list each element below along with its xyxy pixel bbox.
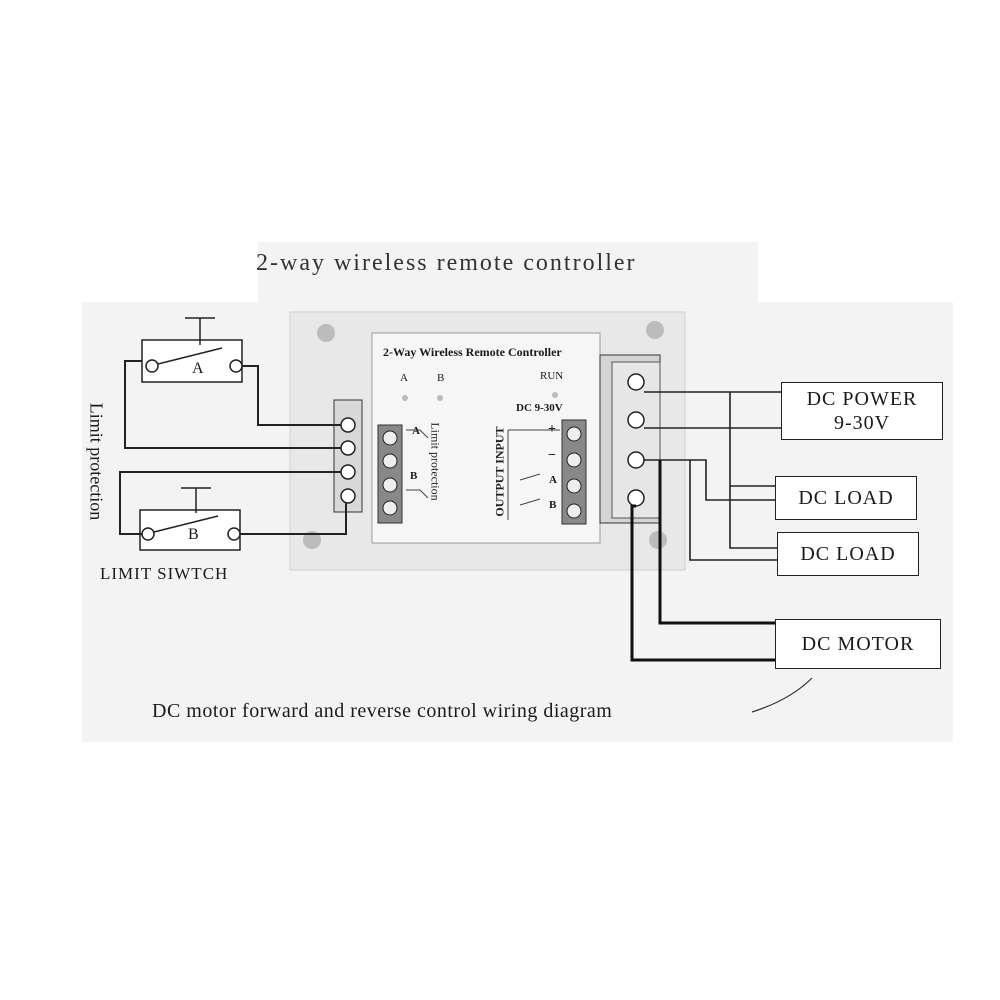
right-terminal-2: [627, 411, 645, 429]
pcb-plus: +: [548, 422, 556, 437]
pcb-limit-protection-label: Limit protection: [428, 422, 443, 501]
right-terminal-4: [627, 489, 645, 507]
background-panel-top: [258, 242, 758, 304]
pcb-output-input-label: OUTPUT INPUT: [492, 426, 507, 517]
dc-motor-label: DC MOTOR: [801, 633, 915, 655]
printed-switch-symbols: [406, 429, 560, 520]
left-terminal-2: [340, 440, 356, 456]
limit-protection-label: Limit protection: [86, 402, 107, 521]
led-b: [437, 395, 443, 401]
pcb-led-b-label: B: [437, 372, 445, 384]
pcb-voltage-label: DC 9-30V: [516, 402, 563, 414]
dc-motor-box: DC MOTOR: [775, 619, 941, 669]
limit-switch-a: [141, 317, 243, 383]
switch-a-label: A: [192, 360, 204, 377]
left-wires: [119, 360, 347, 535]
dc-load-label-2: DC LOAD: [800, 543, 896, 565]
diagram-footer: DC motor forward and reverse control wir…: [152, 700, 613, 722]
left-terminal-4: [340, 488, 356, 504]
pcb-terminal-a-left: A: [412, 425, 420, 437]
dc-power-voltage: 9-30V: [833, 412, 891, 434]
pcb-run-label: RUN: [540, 370, 564, 382]
pcb-title: 2-Way Wireless Remote Controller: [383, 345, 562, 359]
left-terminal-3: [340, 464, 356, 480]
pcb-terminal-b-right: B: [549, 499, 557, 511]
right-terminal-1: [627, 373, 645, 391]
dc-load-box-2: DC LOAD: [777, 532, 919, 576]
pcb-terminal-b-left: B: [410, 470, 418, 482]
inner-left-screws: [382, 430, 398, 516]
mount-hole-br: [649, 531, 667, 549]
mount-hole-bl: [303, 531, 321, 549]
mount-hole-tl: [317, 324, 335, 342]
switch-b-label: B: [188, 526, 199, 543]
diagram-title: 2-way wireless remote controller: [256, 250, 637, 276]
dc-power-label: DC POWER: [806, 388, 918, 410]
pcb-minus: −: [548, 448, 556, 463]
right-wires: [644, 391, 781, 561]
pcb-terminal-a-right: A: [549, 474, 557, 486]
footer-leader: [751, 677, 813, 713]
inner-right-screws: [566, 426, 582, 519]
dc-power-box: DC POWER 9-30V: [781, 382, 943, 440]
right-terminal-3: [627, 451, 645, 469]
limit-switch-label: LIMIT SIWTCH: [100, 564, 229, 583]
limit-switch-b: [139, 487, 241, 551]
dc-load-box-1: DC LOAD: [775, 476, 917, 520]
led-a: [402, 395, 408, 401]
led-run: [552, 392, 558, 398]
left-terminal-1: [340, 417, 356, 433]
mount-hole-tr: [646, 321, 664, 339]
dc-load-label-1: DC LOAD: [798, 487, 894, 509]
pcb-led-a-label: A: [400, 372, 408, 384]
motor-wires: [630, 460, 775, 662]
